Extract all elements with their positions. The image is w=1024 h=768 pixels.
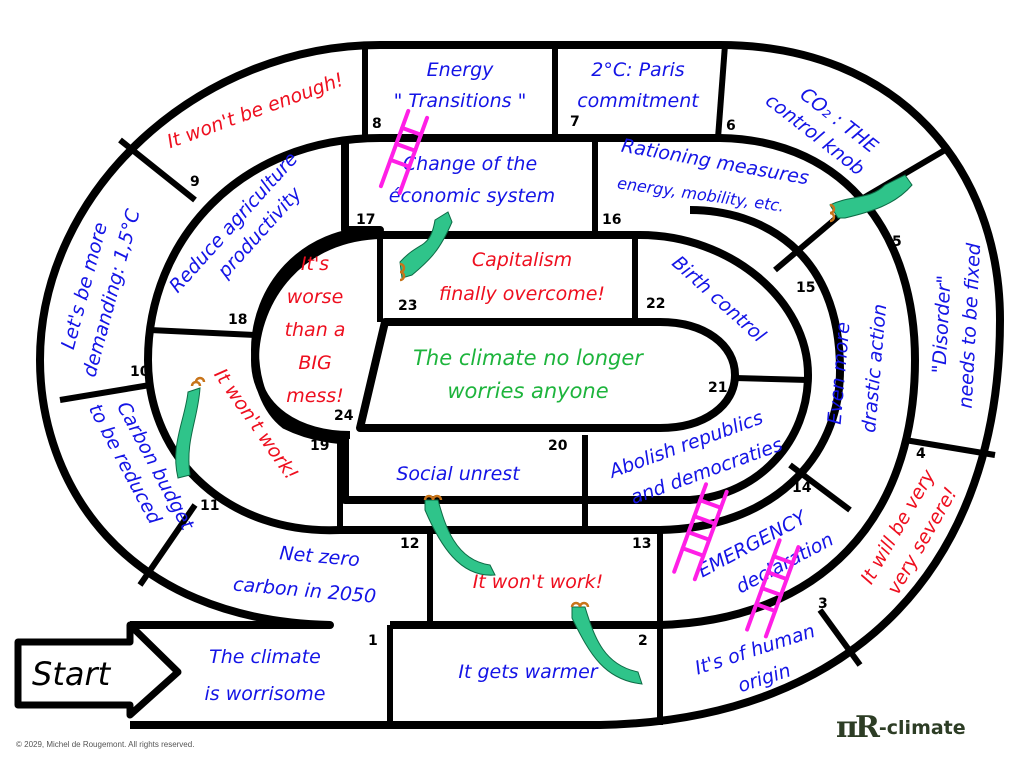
square-8-line-2: " Transitions " (394, 90, 527, 112)
square-9-line-1: It won't be enough! (164, 69, 346, 153)
square-7-line-1: 2°C: Paris (591, 59, 684, 81)
square-number: 14 (792, 480, 812, 496)
square-number: 3 (818, 596, 828, 612)
finish-square: The climate no longer worries anyone (413, 346, 644, 403)
square-8: Energy " Transitions " (394, 59, 527, 112)
brand-logo: πR -climate (836, 710, 966, 745)
square-7: 2°C: Paris commitment (577, 59, 700, 112)
finish-line-1: The climate no longer (413, 346, 644, 370)
square-24-line-4: BIG (298, 352, 331, 374)
square-number: 9 (190, 174, 200, 190)
slide-17-to-23 (399, 211, 453, 282)
square-number: 13 (632, 536, 651, 552)
square-number: 18 (228, 312, 247, 328)
square-number: 15 (796, 280, 815, 296)
square-number: 5 (892, 234, 902, 250)
square-number: 8 (372, 116, 382, 132)
square-17: Change of the économic system (389, 153, 555, 207)
square-24-line-1: It's (301, 253, 329, 275)
outer-track-border (36, 41, 1004, 729)
inner-left-arc (251, 231, 386, 439)
square-number: 20 (548, 438, 568, 454)
square-12-line-1: Net zero (279, 542, 361, 571)
square-number: 21 (708, 380, 727, 396)
square-24-line-3: than a (285, 319, 346, 341)
square-22: Birth control (667, 252, 770, 348)
square-9: It won't be enough! (164, 69, 346, 153)
square-number: 19 (310, 438, 329, 454)
ladder-8-to-17 (378, 108, 430, 196)
square-number: 6 (726, 118, 736, 134)
finish-line-2: worries anyone (447, 379, 608, 403)
square-22-line-1: Birth control (667, 252, 770, 348)
square-1-line-2: is worrisome (204, 683, 325, 705)
square-20-line-1: Social unrest (396, 463, 521, 485)
square-numbers: 1 2 3 4 5 6 7 8 9 10 11 12 13 14 15 16 1… (130, 114, 926, 649)
square-20: Social unrest (396, 463, 521, 485)
logo-text: -climate (878, 716, 966, 739)
square-24: It's worse than a BIG mess! (285, 253, 346, 407)
square-5-line-2: needs to be fixed (955, 242, 986, 409)
square-5: "Disorder" needs to be fixed (928, 242, 986, 409)
slide-10-to-19 (175, 376, 206, 479)
square-24-line-2: worse (287, 286, 344, 308)
square-2: It gets warmer (458, 661, 598, 683)
square-5-line-1: "Disorder" (928, 275, 955, 374)
square-10: Let's be more demanding: 1,5°C (57, 206, 145, 379)
square-number: 16 (602, 212, 621, 228)
square-number: 1 (368, 633, 378, 649)
start-label: Start (32, 655, 112, 693)
ladder-2-to-14 (745, 538, 801, 639)
middle-track-border (144, 134, 919, 629)
square-23-line-1: Capitalism (472, 249, 572, 271)
square-15-line-1: Even more (824, 321, 855, 425)
square-15-line-2: drastic action (858, 303, 891, 434)
square-1-line-1: The climate (209, 646, 321, 668)
square-number: 11 (200, 498, 219, 514)
square-24-line-5: mess! (286, 385, 344, 407)
square-number: 7 (570, 114, 580, 130)
square-number: 22 (646, 296, 665, 312)
square-number: 4 (916, 446, 926, 462)
square-number: 17 (356, 212, 375, 228)
slide-13-to-20 (423, 494, 496, 576)
square-2-line-1: It gets warmer (458, 661, 598, 683)
inner-ring-top (341, 231, 812, 504)
square-8-line-1: Energy (427, 59, 495, 81)
center-goal-border (356, 318, 739, 432)
square-1: The climate is worrisome (204, 646, 325, 705)
square-23-line-2: finally overcome! (439, 283, 605, 305)
square-12-line-2: carbon in 2050 (232, 573, 377, 607)
square-number: 12 (400, 536, 419, 552)
logo-mark-icon: πR (836, 710, 880, 745)
copyright-notice: © 2029, Michel de Rougemont. All rights … (16, 740, 195, 749)
square-number: 2 (638, 633, 648, 649)
square-7-line-2: commitment (577, 90, 700, 112)
square-number: 23 (398, 298, 417, 314)
square-number: 24 (334, 408, 354, 424)
ladder-13-to-21 (672, 482, 729, 582)
square-23: Capitalism finally overcome! (439, 249, 605, 305)
square-13-line-1: It won't work! (473, 571, 604, 593)
slide-2-to-13 (570, 601, 643, 685)
square-17-line-1: Change of the (403, 153, 537, 175)
slide-5-to-16 (829, 174, 913, 223)
square-17-line-2: économic system (389, 185, 555, 207)
square-dividers (59, 44, 996, 725)
square-12: Net zero carbon in 2050 (232, 542, 377, 607)
start-arrow (14, 621, 182, 719)
square-number: 10 (130, 364, 150, 380)
square-13: It won't work! (473, 571, 604, 593)
